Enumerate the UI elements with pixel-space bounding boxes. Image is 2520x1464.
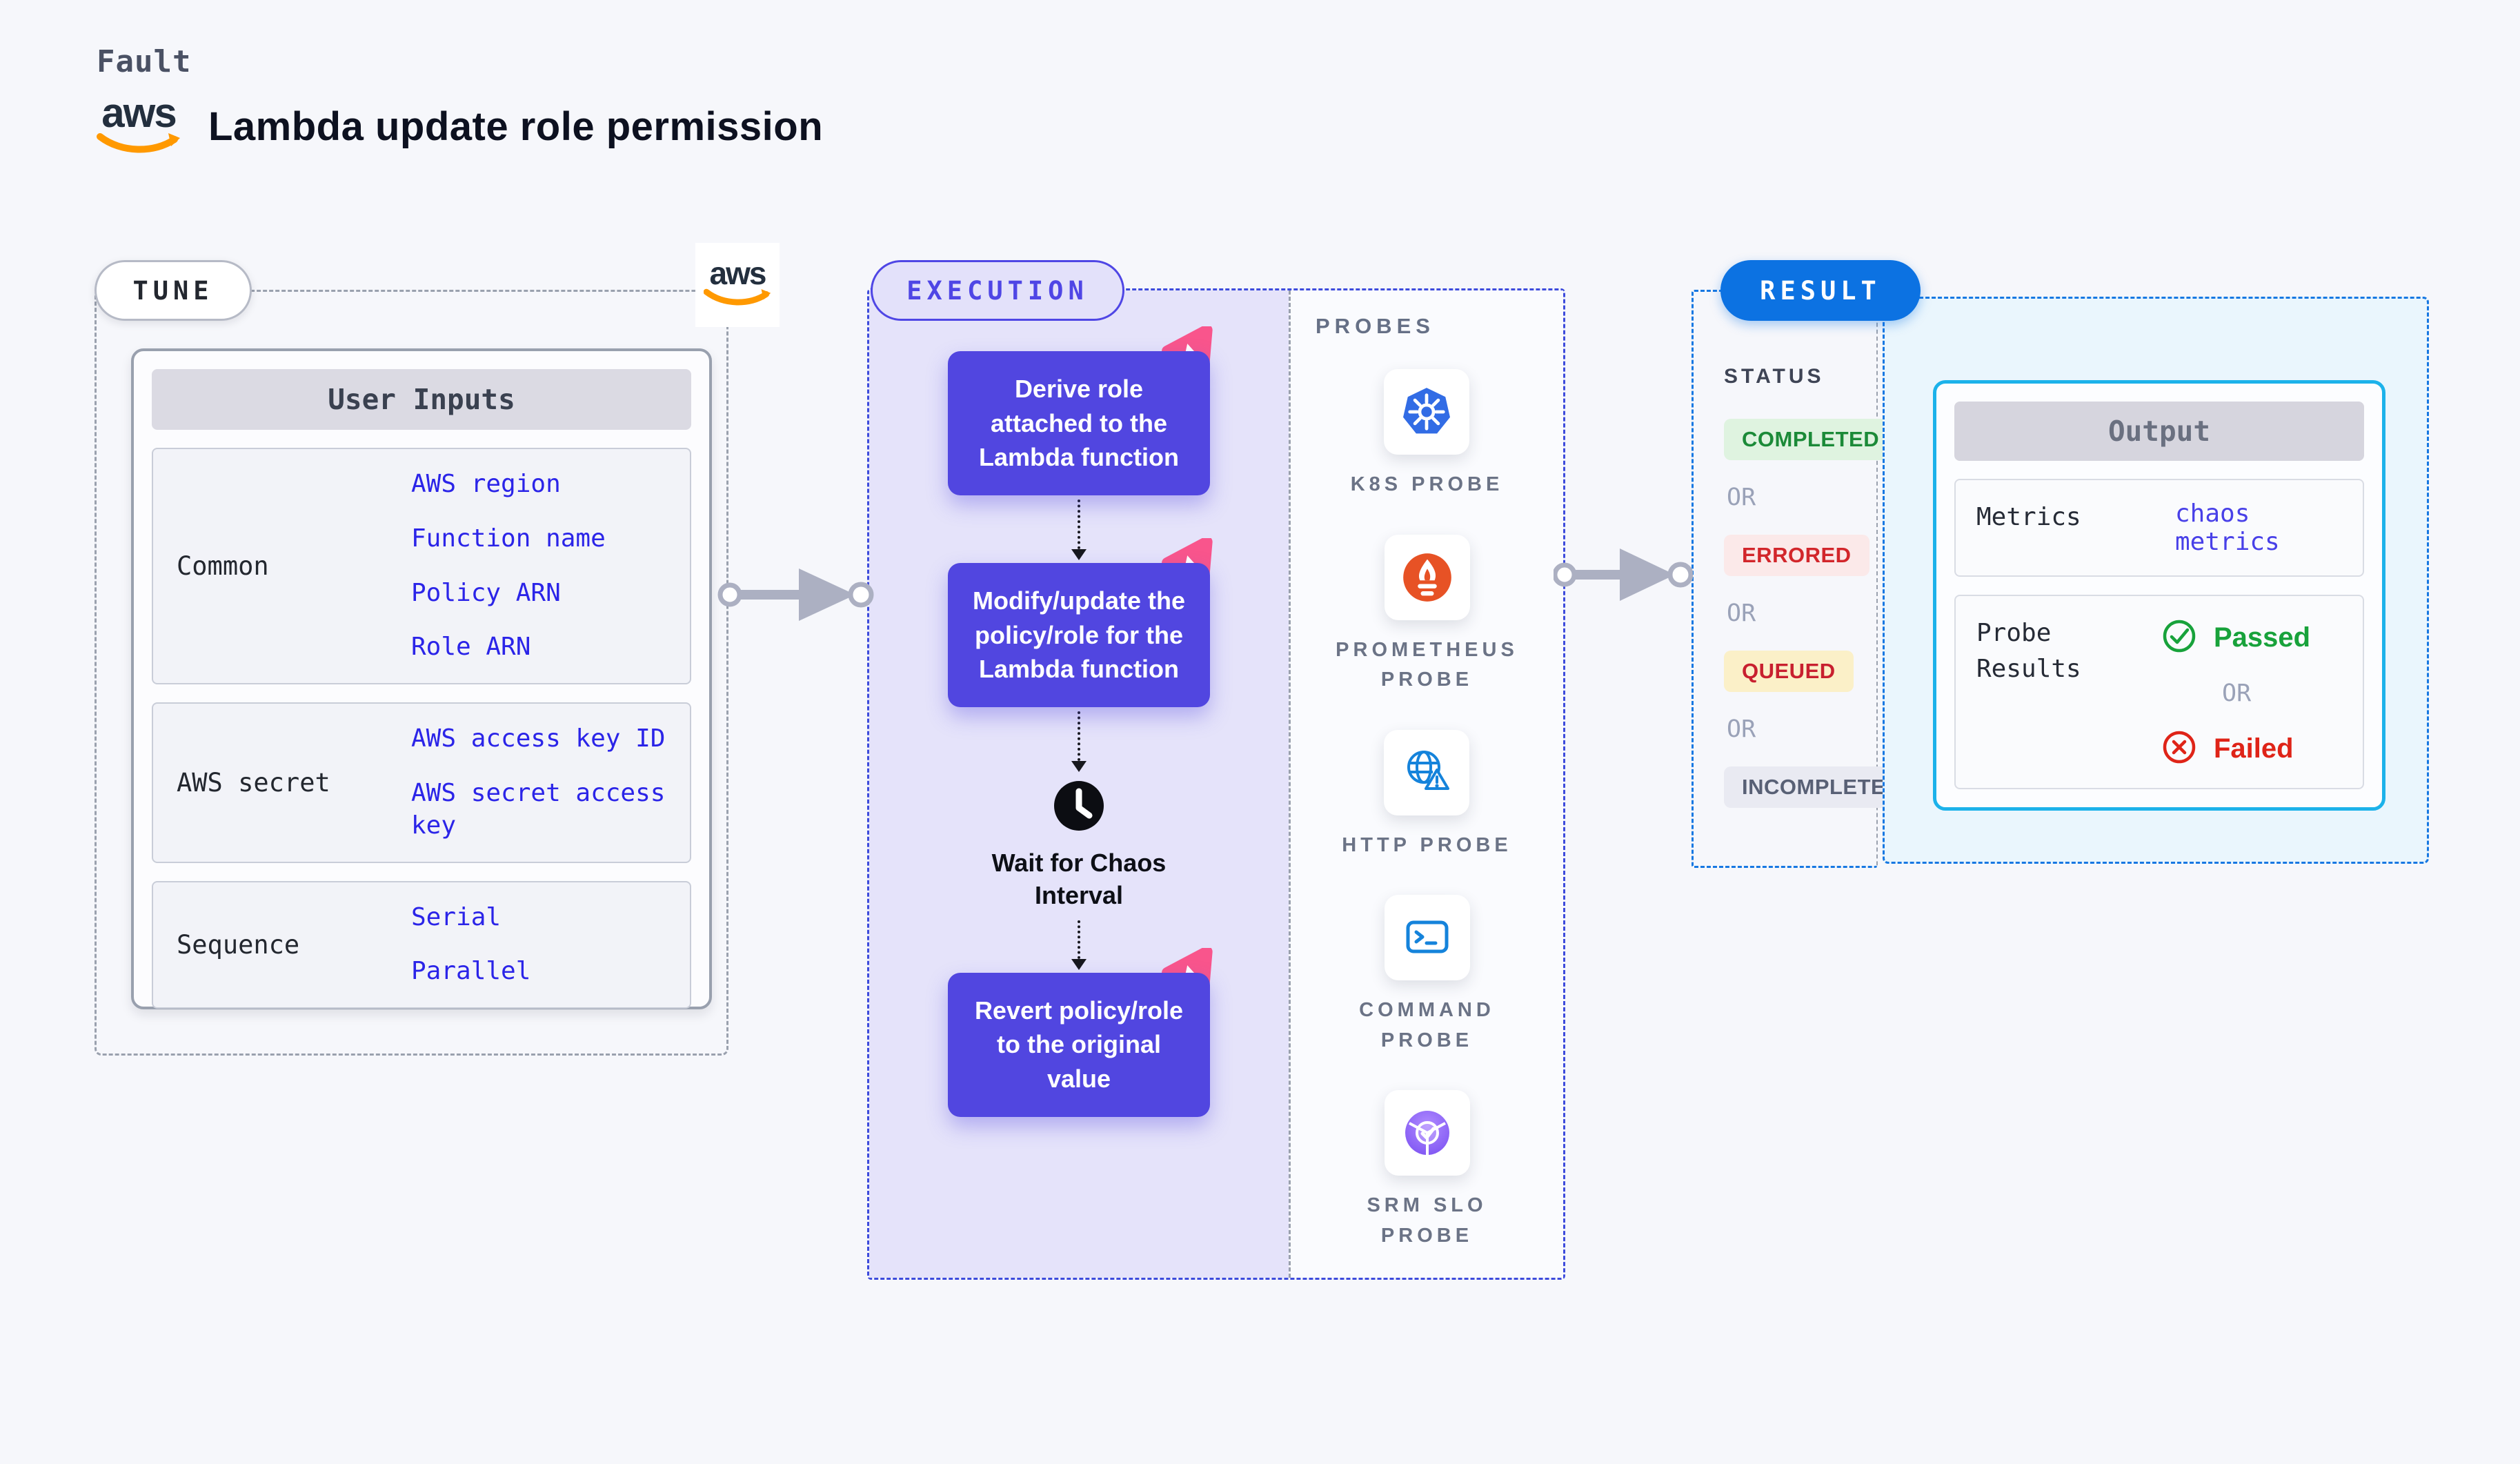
or-label: OR	[1727, 715, 1756, 743]
probes-title: PROBES	[1316, 314, 1435, 338]
status-badge: ERRORED	[1724, 535, 1869, 576]
input-link[interactable]: Parallel	[411, 957, 531, 986]
or-label: OR	[1727, 600, 1756, 627]
dotted-arrow-icon	[1071, 495, 1087, 563]
terminal-icon	[1384, 895, 1470, 980]
status-badge: COMPLETED	[1724, 419, 1898, 460]
wait-label: Wait for Chaos Interval	[991, 849, 1167, 909]
result-pill: RESULT	[1720, 260, 1921, 321]
probe-label: K8S PROBE	[1350, 473, 1504, 495]
input-link[interactable]: Policy ARN	[411, 578, 561, 607]
failed-label: Failed	[2214, 733, 2294, 764]
probe-item: K8S PROBE	[1351, 369, 1504, 500]
output-card: Output Metrics chaos metrics Probe Resul…	[1933, 380, 2385, 811]
fault-label: Fault	[97, 44, 192, 79]
output-row-metrics: Metrics chaos metrics	[1954, 479, 2364, 577]
connector-arrow	[717, 560, 877, 633]
execution-pill: EXECUTION	[871, 260, 1124, 321]
probe-item: PROMETHEUS PROBE	[1331, 534, 1524, 695]
passed-check-icon	[2161, 618, 2197, 657]
page-title: Lambda update role permission	[208, 103, 824, 149]
passed-label: Passed	[2214, 622, 2311, 653]
input-link[interactable]: Role ARN	[411, 633, 531, 662]
or-label: OR	[1727, 484, 1756, 511]
user-inputs-header: User Inputs	[152, 369, 691, 430]
tune-section	[95, 290, 728, 1056]
tune-pill: TUNE	[95, 260, 252, 321]
probe-label: SRM SLO PROBE	[1367, 1194, 1487, 1247]
flow-step: Modify/update the policy/role for the La…	[948, 563, 1210, 708]
metrics-label: Metrics	[1976, 503, 2081, 531]
result-output-panel: Output Metrics chaos metrics Probe Resul…	[1883, 297, 2429, 864]
probe-item: SRM SLO PROBE	[1331, 1090, 1524, 1251]
aws-logo: aws	[97, 90, 181, 159]
input-link[interactable]: Serial	[411, 902, 502, 931]
probe-label: HTTP PROBE	[1342, 833, 1512, 856]
or-label: OR	[2222, 680, 2252, 707]
metrics-value-link[interactable]: chaos metrics	[2175, 499, 2280, 556]
output-row-probe-results: Probe Results Passed OR	[1954, 595, 2364, 789]
aws-smile-icon	[97, 132, 181, 159]
clock-icon	[1052, 779, 1106, 836]
aws-logo-small: aws	[695, 243, 780, 327]
header: Fault aws Lambda update role permission	[97, 44, 823, 159]
aws-smile-icon	[703, 288, 771, 311]
aws-logo-text: aws	[709, 255, 767, 291]
connector-arrow	[1552, 540, 1694, 613]
input-link[interactable]: AWS secret access key	[411, 778, 666, 840]
input-link[interactable]: AWS access key ID	[411, 724, 666, 753]
result-status-panel: STATUS COMPLETED OR ERRORED OR QUEUED OR…	[1691, 290, 1920, 868]
execution-section: Derive role attached to the Lambda funct…	[867, 288, 1565, 1280]
table-row: Common AWS region Function name Policy A…	[152, 448, 691, 685]
kubernetes-icon	[1384, 369, 1470, 455]
row-label: Sequence	[177, 929, 300, 960]
input-link[interactable]: Function name	[411, 524, 606, 553]
http-globe-icon	[1384, 729, 1470, 815]
status-title: STATUS	[1724, 365, 1825, 388]
probe-label: PROMETHEUS PROBE	[1336, 638, 1518, 691]
prometheus-icon	[1384, 534, 1470, 620]
dotted-arrow-icon	[1071, 707, 1087, 775]
table-row: Sequence Serial Parallel	[152, 880, 691, 1009]
flow-step: Revert policy/role to the original value	[948, 972, 1210, 1117]
aws-logo-text: aws	[101, 90, 177, 136]
input-link[interactable]: AWS region	[411, 470, 561, 498]
probes-panel: PROBES	[1289, 290, 1563, 1278]
table-row: AWS secret AWS access key ID AWS secret …	[152, 702, 691, 863]
execution-flow: Derive role attached to the Lambda funct…	[869, 290, 1289, 1278]
probe-results-label: Probe Results	[1976, 619, 2081, 684]
wait-step: Wait for Chaos Interval	[965, 779, 1193, 912]
status-badge: QUEUED	[1724, 651, 1854, 692]
row-label: Common	[177, 551, 269, 582]
row-label: AWS secret	[177, 767, 330, 798]
output-header: Output	[1954, 402, 2364, 461]
probe-item: HTTP PROBE	[1342, 729, 1512, 861]
dotted-arrow-icon	[1071, 916, 1087, 973]
user-inputs-card: User Inputs Common AWS region Function n…	[131, 348, 712, 1009]
probe-label: COMMAND PROBE	[1359, 999, 1495, 1051]
flow-step: Derive role attached to the Lambda funct…	[948, 351, 1210, 496]
probe-item: COMMAND PROBE	[1331, 895, 1524, 1056]
failed-cross-icon	[2161, 729, 2197, 769]
srm-slo-icon	[1384, 1090, 1470, 1176]
